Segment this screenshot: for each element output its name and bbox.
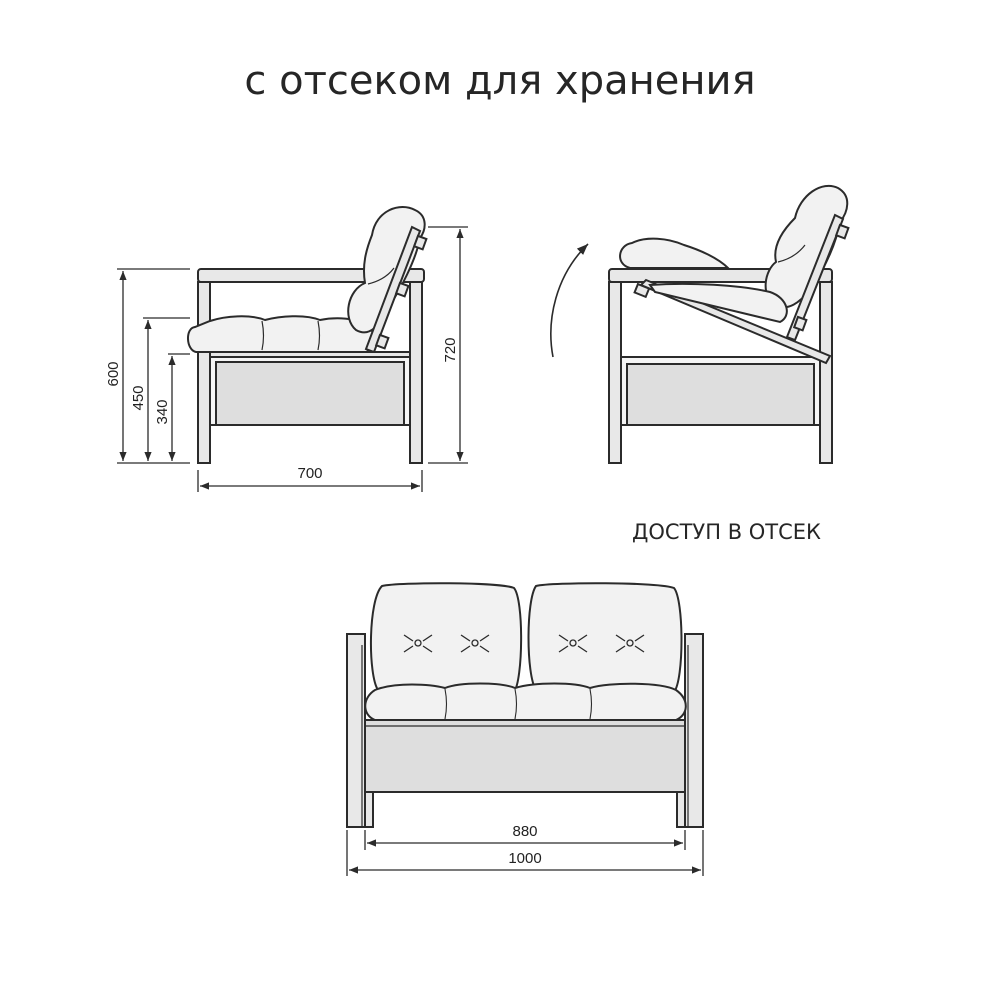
storage-box-front [364, 719, 686, 793]
seat-cushion-raised [619, 237, 731, 269]
front-leg [197, 281, 211, 464]
seat-cushion [187, 315, 375, 353]
drawing-title: с отсеком для хранения [244, 58, 756, 104]
lift-arrow-icon [550, 243, 589, 358]
front-view [346, 582, 704, 828]
storage-access-caption: ДОСТУП В ОТСЕК [632, 520, 821, 544]
back-cushion-right [527, 582, 683, 696]
side-view-dimensions [117, 226, 468, 492]
back-cushion-left [369, 582, 523, 696]
tufting-buttons [403, 634, 645, 653]
dim-height-seat: 340 [154, 399, 171, 424]
dim-front-total-width: 1000 [508, 850, 541, 867]
front-view-dimensions [346, 830, 704, 876]
dim-height-total: 600 [105, 361, 122, 386]
rear-leg [409, 281, 423, 464]
dim-front-inner-width: 880 [512, 823, 537, 840]
seat-cushion-front [364, 682, 687, 721]
storage-panel [215, 361, 405, 426]
dim-height-arm: 450 [130, 385, 147, 410]
side-view-open [550, 184, 850, 464]
dim-side-depth: 700 [297, 465, 322, 482]
side-view-closed [187, 206, 428, 464]
dim-height-back: 720 [442, 337, 459, 362]
